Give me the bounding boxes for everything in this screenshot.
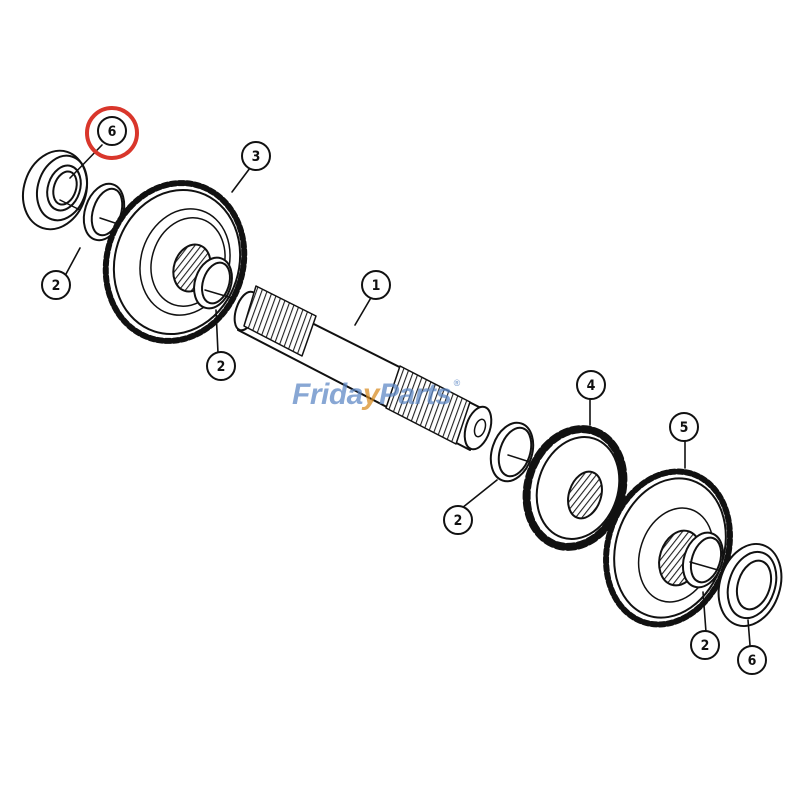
leader-lines — [65, 144, 751, 646]
callout-label: 2 — [217, 359, 226, 375]
callout-label: 2 — [701, 638, 710, 654]
callout-label: 6 — [108, 124, 117, 140]
callout-label: 3 — [252, 149, 261, 165]
highlight-ring — [85, 106, 139, 160]
callout-4[interactable]: 4 — [576, 370, 606, 400]
callout-2-left[interactable]: 2 — [41, 270, 71, 300]
splined-shaft — [233, 285, 493, 451]
bearing-right — [717, 542, 783, 628]
callout-2-gear3[interactable]: 2 — [206, 351, 236, 381]
snap-ring-gear5 — [681, 531, 725, 589]
callout-5[interactable]: 5 — [669, 412, 699, 442]
callout-label: 2 — [52, 278, 61, 294]
callout-label: 2 — [454, 513, 463, 529]
callout-2-middle[interactable]: 2 — [443, 505, 473, 535]
callout-3[interactable]: 3 — [241, 141, 271, 171]
callout-1[interactable]: 1 — [361, 270, 391, 300]
gear-4 — [522, 425, 628, 551]
callout-label: 4 — [587, 378, 596, 394]
callout-6-top[interactable]: 6 — [85, 106, 139, 160]
snap-ring-gear3 — [193, 256, 233, 310]
callout-2-gear5[interactable]: 2 — [690, 630, 720, 660]
bearing-left — [22, 149, 88, 231]
callout-label: 6 — [748, 653, 757, 669]
callout-label: 5 — [680, 420, 689, 436]
snap-ring-middle — [489, 421, 535, 483]
callout-6-bottom[interactable]: 6 — [737, 645, 767, 675]
callout-label: 1 — [372, 278, 381, 294]
